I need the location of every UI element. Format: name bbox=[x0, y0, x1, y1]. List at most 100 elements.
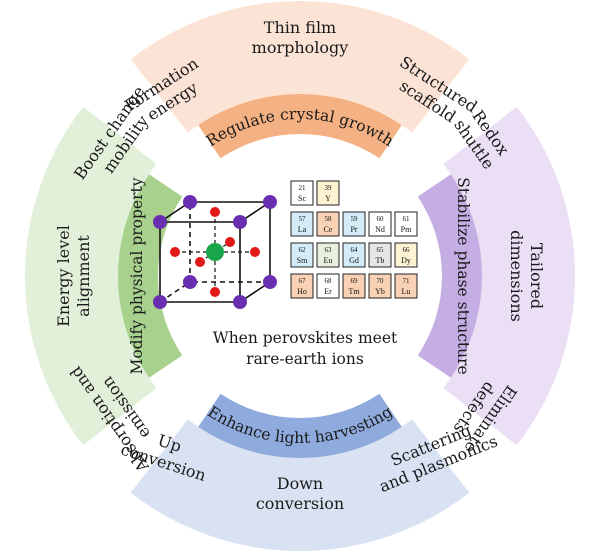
center-title-line1: When perovskites meet bbox=[213, 329, 398, 347]
element-symbol: La bbox=[298, 225, 307, 234]
bond-line bbox=[199, 241, 231, 263]
element-symbol: Ce bbox=[324, 225, 333, 234]
element-number: 65 bbox=[377, 246, 385, 254]
element-symbol: Tb bbox=[376, 256, 385, 265]
element-cell-box bbox=[342, 211, 366, 237]
element-symbol: Eu bbox=[324, 256, 333, 265]
element-number: 63 bbox=[325, 246, 333, 254]
element-cell-box bbox=[290, 180, 314, 206]
sector-top-item-line: Thin film bbox=[264, 18, 336, 37]
element-cell-box bbox=[368, 242, 392, 268]
element-cell-box bbox=[342, 273, 366, 299]
element-number: 62 bbox=[299, 246, 307, 254]
sector-top-item-line: morphology bbox=[252, 38, 349, 57]
element-cell: 39Y bbox=[316, 180, 340, 206]
element-cell-box bbox=[316, 273, 340, 299]
sector-left-outer bbox=[24, 106, 157, 446]
element-symbol: Gd bbox=[349, 256, 359, 265]
element-cell-box bbox=[368, 211, 392, 237]
sector-bottom-item-line: conversion bbox=[256, 494, 344, 513]
element-number: 58 bbox=[325, 215, 333, 223]
element-cell-box bbox=[368, 273, 392, 299]
element-symbol: Nd bbox=[375, 225, 385, 234]
element-cell-box bbox=[342, 242, 366, 268]
perovskite-crystal-cell bbox=[153, 195, 277, 309]
center-title-line2: rare-earth ions bbox=[246, 350, 364, 368]
sector-left-item-line: Energy level bbox=[54, 225, 73, 327]
sector-right: Stabilize phase structureRedoxshuttleTai… bbox=[417, 107, 575, 457]
element-cell-box bbox=[316, 242, 340, 268]
sector-right-band bbox=[417, 174, 482, 378]
a-site-atom bbox=[183, 195, 197, 209]
element-number: 67 bbox=[299, 277, 307, 285]
b-site-atom bbox=[206, 243, 224, 261]
element-number: 39 bbox=[325, 184, 333, 192]
element-number: 60 bbox=[377, 215, 385, 223]
sector-bottom-outer bbox=[130, 419, 470, 551]
element-cell-box bbox=[290, 273, 314, 299]
a-site-atom bbox=[153, 215, 167, 229]
element-number: 61 bbox=[403, 215, 411, 223]
element-number: 57 bbox=[299, 215, 307, 223]
sector-top: Regulate crystal growthFormationenergyTh… bbox=[121, 0, 481, 159]
x-site-atom bbox=[170, 247, 180, 257]
a-site-atom bbox=[263, 275, 277, 289]
sector-right-item-line: Tailored bbox=[527, 243, 546, 309]
element-symbol: Tm bbox=[348, 287, 360, 296]
x-site-atom bbox=[195, 257, 205, 267]
element-cell-box bbox=[316, 180, 340, 206]
rare-earth-periodic-table: 21Sc39Y57La58Ce59Pr60Nd61Pm62Sm63Eu64Gd6… bbox=[290, 180, 418, 299]
element-symbol: Pm bbox=[401, 225, 412, 234]
a-site-atom bbox=[183, 275, 197, 289]
a-site-atom bbox=[233, 215, 247, 229]
a-site-atom bbox=[263, 195, 277, 209]
element-cell-box bbox=[394, 273, 418, 299]
x-site-atom bbox=[225, 237, 235, 247]
x-site-atom bbox=[250, 247, 260, 257]
sector-right-item-line: dimensions bbox=[507, 230, 526, 322]
element-number: 71 bbox=[403, 277, 411, 285]
element-symbol: Ho bbox=[297, 287, 307, 296]
element-number: 68 bbox=[325, 277, 333, 285]
element-symbol: Dy bbox=[401, 256, 411, 265]
sector-top-outer bbox=[130, 0, 470, 133]
element-number: 66 bbox=[403, 246, 411, 254]
element-cell-box bbox=[316, 211, 340, 237]
element-number: 69 bbox=[351, 277, 359, 285]
x-site-atom bbox=[210, 207, 220, 217]
element-number: 64 bbox=[351, 246, 359, 254]
element-symbol: Sm bbox=[297, 256, 308, 265]
sector-bottom-band bbox=[198, 393, 402, 458]
a-site-atom bbox=[153, 295, 167, 309]
element-cell-box bbox=[394, 242, 418, 268]
element-symbol: Pr bbox=[350, 225, 357, 234]
element-symbol: Y bbox=[325, 194, 331, 203]
element-symbol: Lu bbox=[402, 287, 411, 296]
a-site-atom bbox=[233, 295, 247, 309]
center-caption: When perovskites meet rare-earth ions bbox=[213, 329, 398, 368]
